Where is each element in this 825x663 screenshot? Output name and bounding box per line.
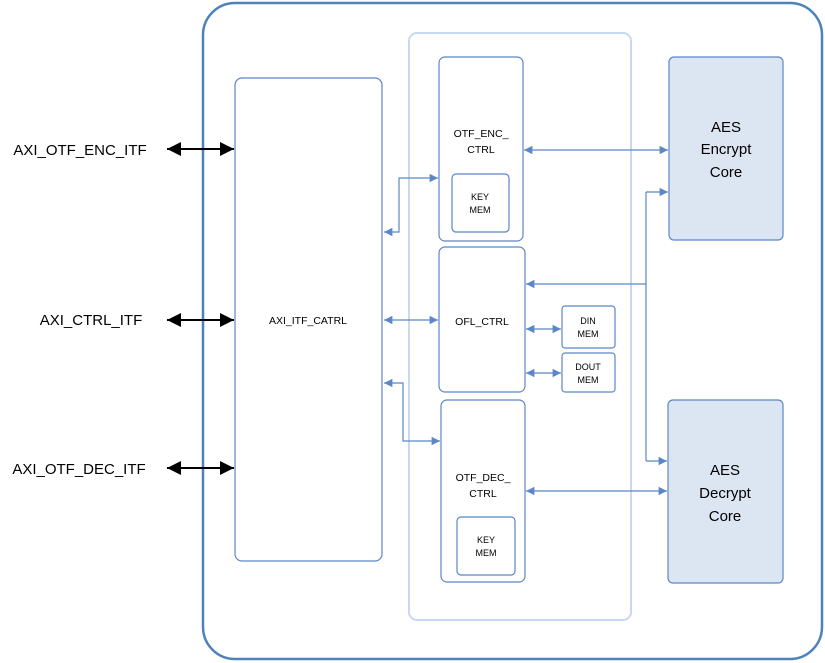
otf-dec-ctrl-label-line2: CTRL <box>469 488 497 500</box>
aes-encrypt-core-label-line1: AES <box>711 119 741 136</box>
din-mem-label-line2: MEM <box>578 329 599 339</box>
aes-decrypt-core-label-line1: AES <box>710 462 740 479</box>
dout-mem-block <box>561 352 616 393</box>
din-mem-block <box>561 305 616 349</box>
axi-itf-ctrl-label: AXI_ITF_CATRL <box>269 315 347 327</box>
dec-key-mem-block <box>456 516 516 576</box>
axi-otf-enc-itf-label: AXI_OTF_ENC_ITF <box>13 142 146 159</box>
axi-ctrl-itf-label: AXI_CTRL_ITF <box>40 312 143 329</box>
aes-decrypt-core-label-line2: Decrypt <box>699 485 752 502</box>
ofl-ctrl-block <box>438 246 526 393</box>
aes-encrypt-core-label-line2: Encrypt <box>701 141 753 158</box>
dout-mem-label-line2: MEM <box>578 375 599 385</box>
axi-itf-ctrl-block <box>234 77 383 562</box>
dec-key-mem-label-line2: MEM <box>476 548 497 558</box>
dec-key-mem-label-line1: KEY <box>477 535 495 545</box>
aes-decrypt-core-label-line3: Core <box>709 508 742 525</box>
controller-group <box>408 32 632 621</box>
axi-to-enc-ctrl-link <box>384 173 438 237</box>
aes-encrypt-core-block <box>668 56 784 241</box>
ofl-ctrl-label: OFL_CTRL <box>455 316 509 328</box>
aes-encrypt-core-label-line3: Core <box>710 164 743 181</box>
enc-key-mem-label-line1: KEY <box>471 192 489 202</box>
otf-enc-ctrl-label-line2: CTRL <box>467 144 495 156</box>
chip-boundary <box>201 1 824 661</box>
enc-key-mem-label-line2: MEM <box>470 205 491 215</box>
aes-decrypt-core-block <box>667 399 784 584</box>
axi-to-dec-ctrl-link <box>384 378 440 446</box>
din-mem-label-line1: DIN <box>580 316 596 326</box>
enc-key-mem-block <box>451 173 510 233</box>
dout-mem-label-line1: DOUT <box>575 362 601 372</box>
otf-dec-ctrl-label-line1: OTF_DEC_ <box>456 472 511 484</box>
otf-enc-ctrl-label-line1: OTF_ENC_ <box>454 128 509 140</box>
axi-otf-dec-itf-label: AXI_OTF_DEC_ITF <box>12 461 145 478</box>
